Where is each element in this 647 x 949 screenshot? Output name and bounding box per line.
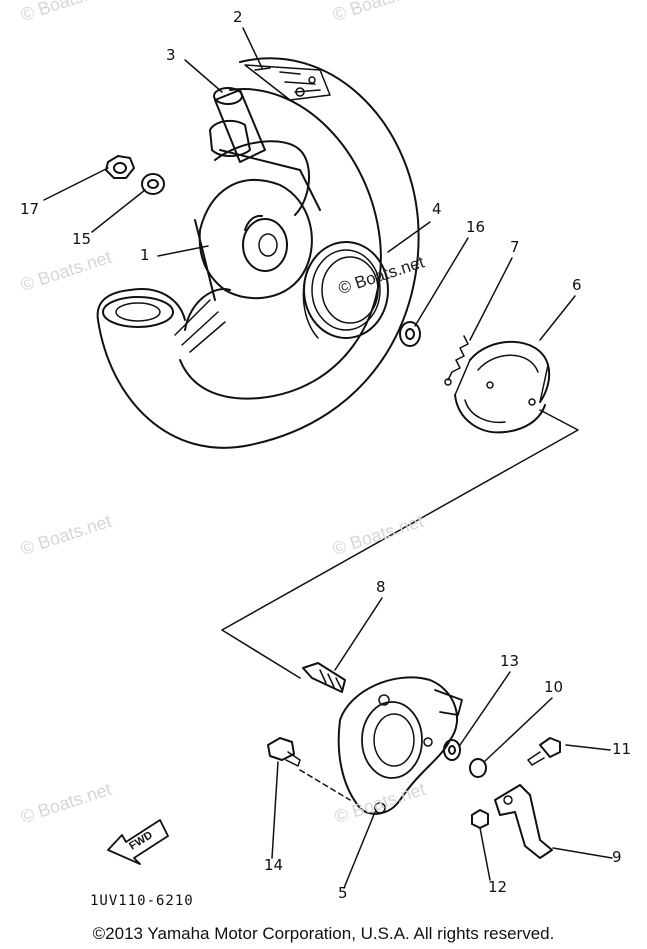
- callout-3: 3: [166, 46, 176, 64]
- copyright-notice: ©2013 Yamaha Motor Corporation, U.S.A. A…: [92, 924, 555, 943]
- cam-lever-9: [494, 784, 553, 859]
- nut-17: [105, 155, 135, 179]
- spring-7: [444, 335, 469, 386]
- callout-2: 2: [233, 8, 243, 26]
- washer-10: [469, 758, 487, 778]
- nut-12: [471, 809, 489, 829]
- callout-4: 4: [432, 200, 442, 218]
- callout-15: 15: [72, 230, 92, 248]
- leader-lines: [43, 27, 613, 889]
- bolt-14: [267, 737, 301, 767]
- brake-shoe-6: [454, 340, 551, 434]
- washer-16: [399, 321, 421, 347]
- callout-13: 13: [500, 652, 520, 670]
- callout-12: 12: [488, 878, 508, 896]
- callout-8: 8: [376, 578, 386, 596]
- callout-7: 7: [510, 238, 520, 256]
- camshaft-8: [302, 662, 346, 693]
- callout-6: 6: [572, 276, 582, 294]
- callout-9: 9: [612, 848, 622, 866]
- brake-drum-ring: [302, 241, 389, 339]
- fwd-arrow: FWD: [107, 819, 169, 865]
- callout-14: 14: [264, 856, 284, 874]
- brake-panel-5: [337, 676, 463, 815]
- drawing-code: 1UV110-6210: [90, 893, 194, 909]
- callout-5: 5: [338, 884, 348, 902]
- valve-stem: [209, 87, 266, 163]
- callout-16: 16: [466, 218, 486, 236]
- washer-15: [141, 173, 165, 195]
- callout-17: 17: [20, 200, 40, 218]
- washer-13: [443, 739, 461, 761]
- callout-10: 10: [544, 678, 564, 696]
- callout-1: 1: [140, 246, 150, 264]
- callout-11: 11: [612, 740, 632, 758]
- bolt-11: [527, 737, 561, 766]
- assembly-lines: [221, 409, 579, 801]
- fwd-label: FWD: [127, 829, 155, 852]
